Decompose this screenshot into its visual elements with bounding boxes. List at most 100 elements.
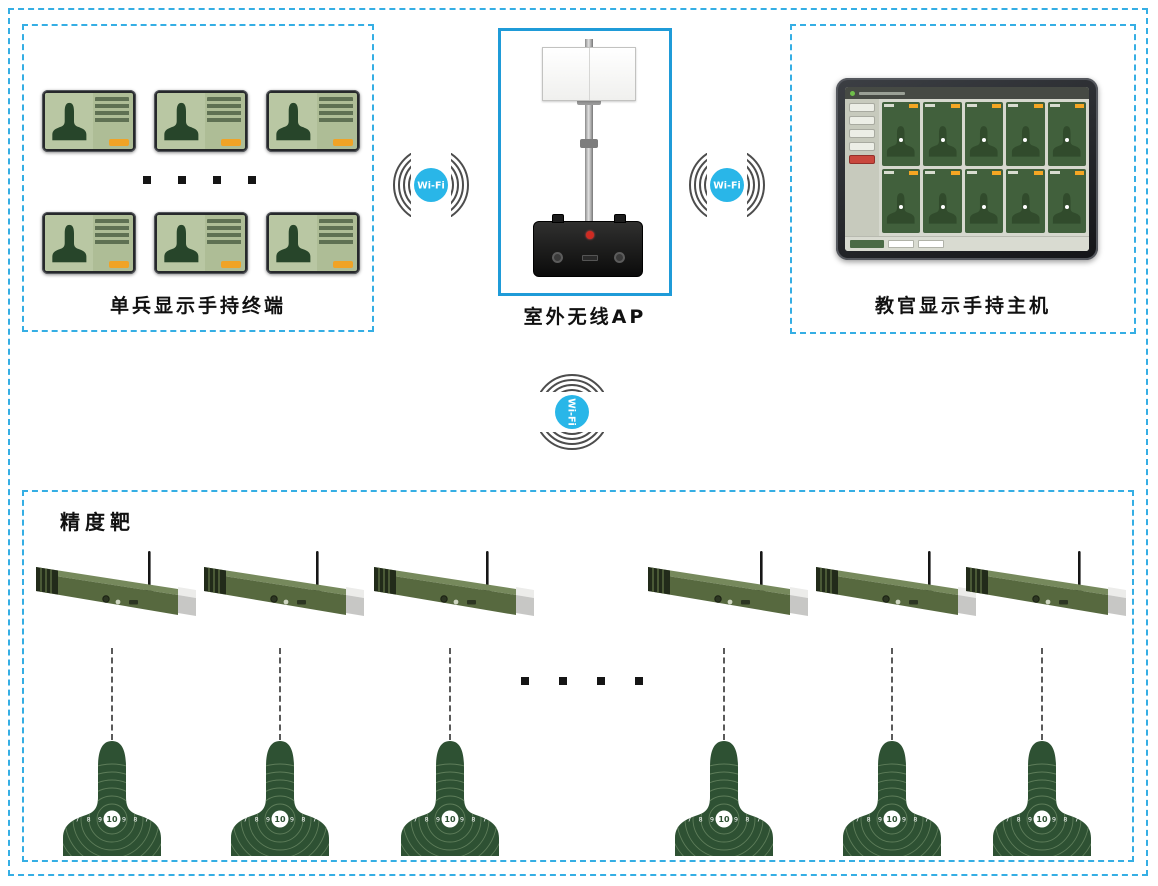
device-bar-icon — [32, 550, 202, 645]
target-card — [923, 102, 962, 166]
precision-target-icon — [669, 738, 779, 856]
ap-antenna-panel — [542, 47, 636, 101]
targets-label: 精度靶 — [60, 510, 135, 534]
target-device-bar — [32, 550, 202, 645]
instructor-tablet — [836, 78, 1098, 260]
sidebar-stop-button — [849, 155, 875, 164]
terminal-action-button — [333, 261, 353, 268]
sidebar-button — [849, 103, 875, 112]
soldier-terminal-tablet — [266, 212, 360, 274]
ap-port — [552, 252, 563, 263]
ellipsis-dots — [521, 677, 643, 685]
device-bar-icon — [370, 550, 540, 645]
target-card — [1047, 102, 1086, 166]
device-bar-icon — [962, 550, 1132, 645]
terminal-action-button — [221, 139, 241, 146]
ap-group-box — [498, 28, 672, 296]
ap-label: 室外无线AP — [523, 306, 647, 328]
hit-dot — [1023, 204, 1028, 209]
terminal-list-pane — [93, 215, 133, 271]
precision-target-icon — [987, 738, 1097, 856]
hit-dot — [981, 137, 986, 142]
terminal-screen — [269, 93, 357, 149]
terminal-action-button — [109, 261, 129, 268]
wifi-link-terminals-ap — [371, 153, 491, 217]
soldier-terminal-tablet — [266, 90, 360, 152]
instructor-label: 教官显示手持主机 — [874, 295, 1051, 317]
terminal-target-pane — [269, 93, 318, 149]
wifi-icon — [540, 352, 604, 472]
precision-target-icon — [225, 738, 335, 856]
connector-line — [449, 648, 451, 740]
hit-dot — [981, 204, 986, 209]
target-card — [882, 102, 921, 166]
hit-dot — [1064, 204, 1069, 209]
sidebar-button — [849, 129, 875, 138]
wifi-icon — [371, 153, 491, 217]
tab — [918, 240, 944, 248]
terminal-target-pane — [157, 215, 206, 271]
device-bar-icon — [812, 550, 982, 645]
target-silhouette-icon — [162, 219, 201, 267]
soldier-terminal-tablet — [42, 90, 136, 152]
terminal-list-rows — [319, 219, 353, 245]
target-device-bar — [962, 550, 1132, 645]
tab-active — [850, 240, 884, 248]
precision-target — [57, 738, 167, 856]
target-device-bar — [200, 550, 370, 645]
wifi-link-ap-targets — [540, 352, 604, 472]
target-card — [1006, 102, 1045, 166]
instructor-sidebar — [845, 99, 879, 236]
tab — [888, 240, 914, 248]
instructor-screen-tabbar — [845, 236, 1089, 251]
target-card — [964, 169, 1004, 233]
terminal-screen — [269, 215, 357, 271]
terminal-list-rows — [207, 219, 241, 245]
target-silhouette-icon — [274, 219, 313, 267]
device-bar-icon — [644, 550, 814, 645]
precision-target — [669, 738, 779, 856]
terminal-screen — [157, 215, 245, 271]
terminals-group-box: 单兵显示手持终端 — [22, 24, 374, 332]
ap-power-led — [586, 231, 594, 239]
status-dot — [850, 90, 855, 96]
terminal-list-pane — [317, 215, 357, 271]
outer-frame — [8, 8, 1148, 876]
precision-target — [225, 738, 335, 856]
target-card — [1006, 169, 1045, 233]
ap-port — [614, 252, 625, 263]
sidebar-button — [849, 116, 875, 125]
instructor-screen — [845, 87, 1089, 251]
wifi-icon — [667, 153, 787, 217]
terminal-action-button — [221, 261, 241, 268]
soldier-terminal-tablet — [42, 212, 136, 274]
target-silhouette-icon — [274, 97, 313, 145]
connector-line — [891, 648, 893, 740]
precision-target-icon — [837, 738, 947, 856]
soldier-terminal-tablet — [154, 212, 248, 274]
hit-dot — [899, 204, 904, 209]
terminal-target-pane — [45, 93, 94, 149]
terminal-screen — [45, 93, 133, 149]
terminal-list-pane — [93, 93, 133, 149]
hit-dot — [940, 204, 945, 209]
target-card — [923, 169, 962, 233]
terminal-list-rows — [319, 97, 353, 123]
terminal-list-pane — [205, 215, 245, 271]
titlebar-text — [859, 91, 905, 95]
instructor-screen-body — [845, 99, 1089, 236]
precision-target — [837, 738, 947, 856]
precision-target-icon — [395, 738, 505, 856]
instructor-screen-titlebar — [845, 87, 1089, 99]
terminal-target-pane — [45, 215, 94, 271]
hit-dot — [1023, 137, 1028, 142]
terminal-screen — [157, 93, 245, 149]
connector-line — [111, 648, 113, 740]
sidebar-button — [849, 142, 875, 151]
terminal-list-pane — [317, 93, 357, 149]
precision-target — [395, 738, 505, 856]
precision-target — [987, 738, 1097, 856]
soldier-terminal-tablet — [154, 90, 248, 152]
terminal-list-rows — [207, 97, 241, 123]
